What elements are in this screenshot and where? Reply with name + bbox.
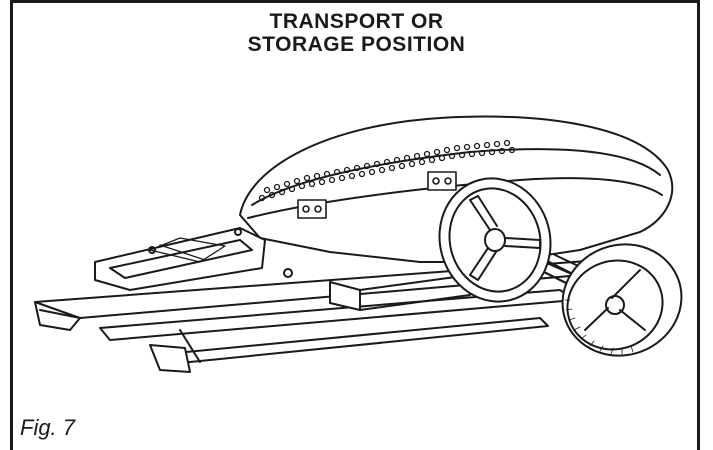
side-shelf xyxy=(94,227,266,291)
figure-title: TRANSPORT OR STORAGE POSITION xyxy=(0,10,713,56)
figure-frame xyxy=(10,0,700,450)
front-wheel xyxy=(438,177,552,303)
figure-label: Fig. 7 xyxy=(20,415,76,440)
lid-latches xyxy=(297,171,457,219)
title-line-2: STORAGE POSITION xyxy=(247,33,466,56)
rear-wheel xyxy=(561,243,683,357)
title-line-1: TRANSPORT OR xyxy=(269,10,444,33)
lid-vent-holes xyxy=(258,139,516,202)
